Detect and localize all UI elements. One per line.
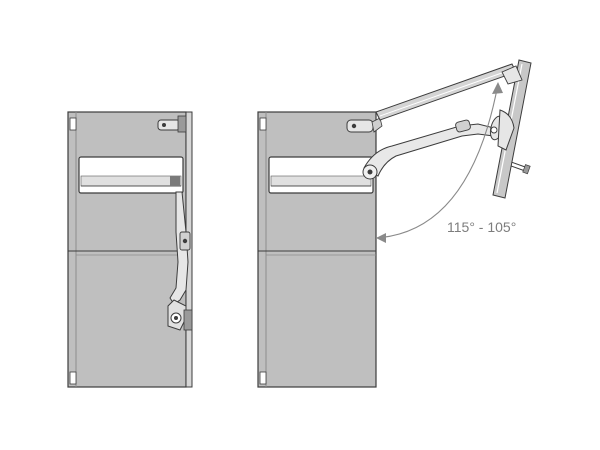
open-top-hinge bbox=[346, 117, 383, 133]
open-cabinet-body bbox=[257, 111, 377, 388]
closed-cabinet-view bbox=[67, 111, 193, 388]
closed-cabinet-top-notch bbox=[69, 117, 77, 131]
open-door-upper-arm bbox=[375, 63, 523, 121]
open-lift-arm bbox=[362, 115, 531, 180]
opening-angle-arrow bbox=[375, 82, 503, 243]
open-cabinet-bottom-notch bbox=[259, 371, 267, 385]
open-mechanism-housing bbox=[268, 156, 374, 194]
closed-top-hinge bbox=[157, 115, 187, 133]
closed-mechanism-housing bbox=[78, 156, 184, 194]
closed-lift-arm bbox=[167, 191, 193, 331]
closed-cabinet-bottom-notch bbox=[69, 371, 77, 385]
closed-cabinet-body bbox=[67, 111, 187, 388]
open-door-panel bbox=[492, 59, 532, 199]
open-cabinet-top-notch bbox=[259, 117, 267, 131]
opening-angle-label: 115° - 105° bbox=[447, 219, 516, 235]
open-cabinet-view bbox=[257, 59, 532, 388]
